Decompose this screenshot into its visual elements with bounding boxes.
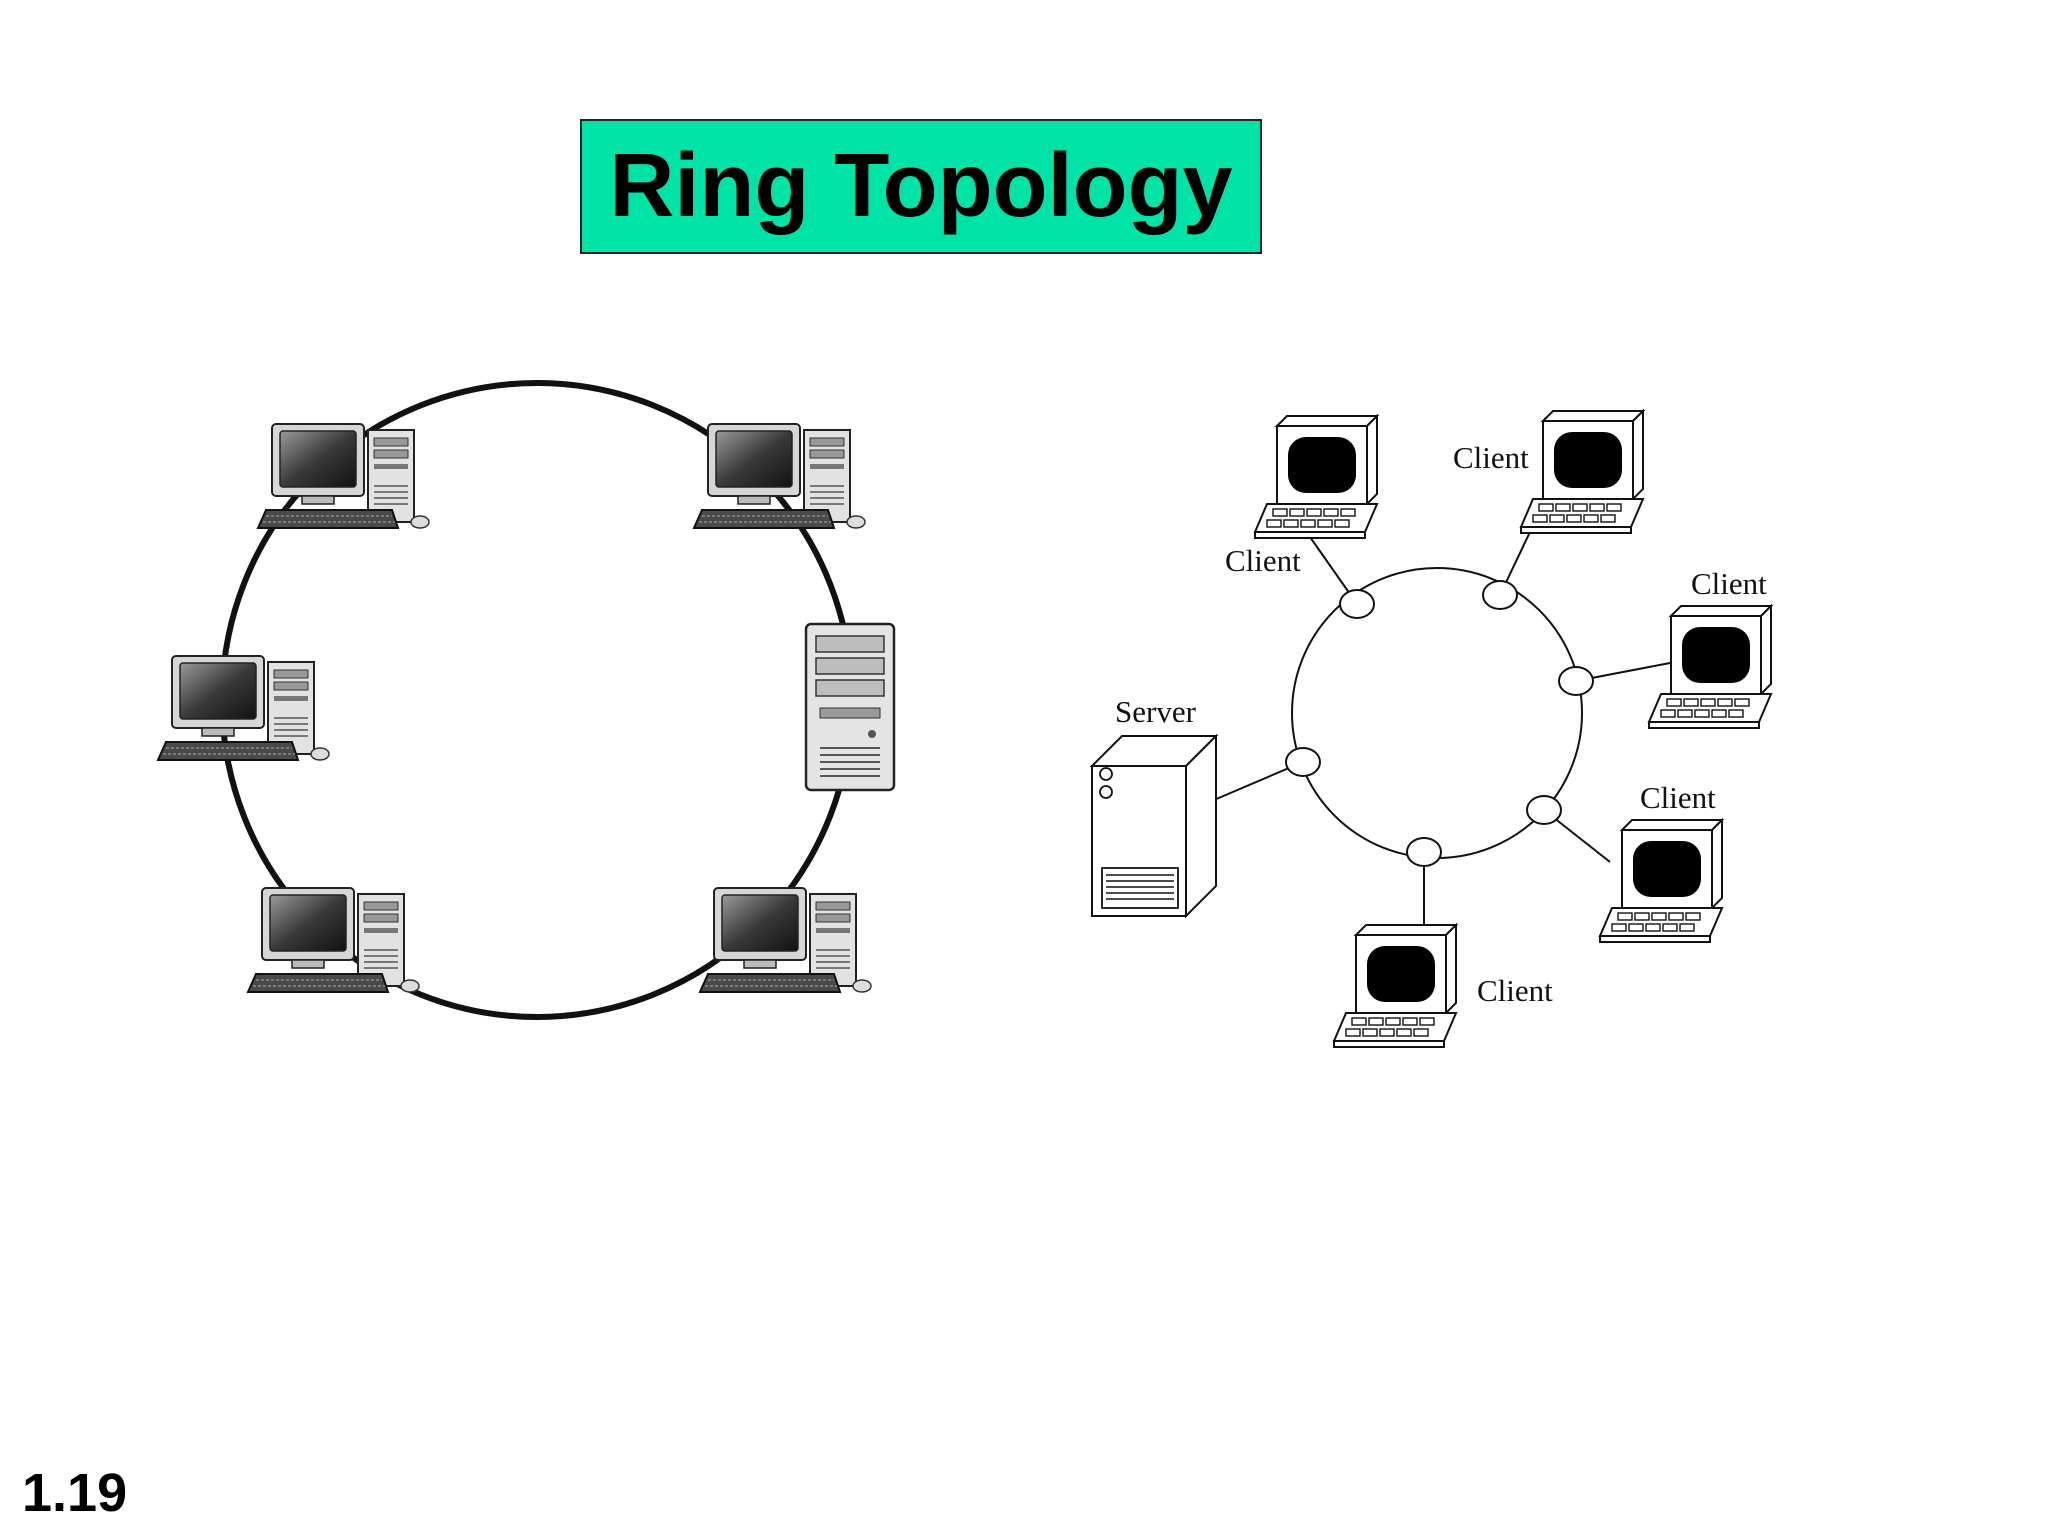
server-label: Server: [1115, 694, 1197, 729]
client-terminal-icon: [1648, 605, 1772, 729]
left-ring-diagram: [157, 380, 896, 1020]
client-terminal-icon: [1333, 924, 1457, 1048]
ring-tap-node: [1339, 589, 1375, 619]
ring-taps: [1285, 580, 1594, 867]
client-terminal-icon: [1254, 415, 1378, 539]
workstation-icon: [257, 423, 430, 529]
client-label: Client: [1453, 440, 1529, 475]
slide-number: 1.19: [22, 1463, 128, 1523]
client-label: Client: [1477, 973, 1553, 1008]
drop-cables: [1213, 531, 1671, 924]
server-box-icon: [1089, 733, 1219, 919]
client-label: Client: [1640, 780, 1716, 815]
workstation-icon: [699, 887, 872, 993]
client-terminal-icon: [1599, 819, 1723, 943]
ring-tap-node: [1526, 795, 1562, 825]
ring-tap-node: [1558, 666, 1594, 696]
title-box: Ring Topology: [580, 119, 1262, 254]
slide-title: Ring Topology: [609, 136, 1233, 236]
workstation-icon: [157, 655, 330, 761]
workstation-icon: [247, 887, 420, 993]
client-label: Client: [1225, 543, 1301, 578]
client-label: Client: [1691, 566, 1767, 601]
ring-tap-node: [1406, 837, 1442, 867]
ring-tap-node: [1482, 580, 1518, 610]
server-tower-icon: [804, 622, 896, 792]
client-terminal-icon: [1520, 410, 1644, 534]
workstation-icon: [693, 423, 866, 529]
right-ring-diagram: Server Client Client Client Client Clien…: [1089, 410, 1772, 1048]
ring-tap-node: [1285, 747, 1321, 777]
